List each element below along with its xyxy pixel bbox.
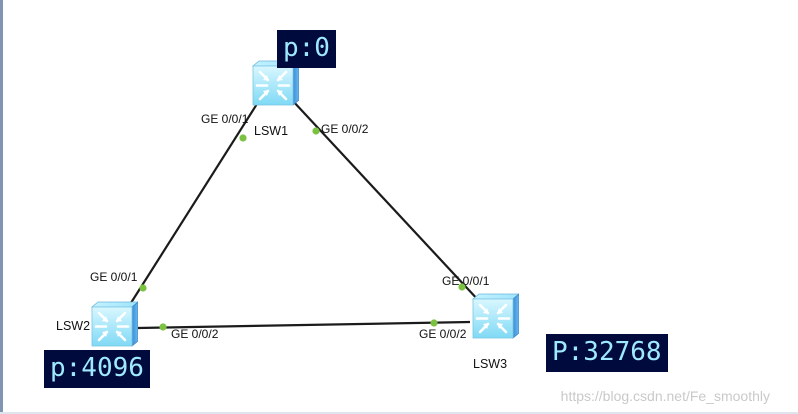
port-dot-lsw3-ge001 xyxy=(458,283,466,291)
port-dot-lsw2-ge001 xyxy=(139,284,147,292)
port-label-lsw3-ge002: GE 0/0/2 xyxy=(419,327,467,341)
priority-label-lsw2: p:4096 xyxy=(44,350,150,388)
switch-lsw1-name: LSW1 xyxy=(254,124,288,138)
switch-lsw3-icon[interactable] xyxy=(471,293,519,339)
switch-lsw3-name: LSW3 xyxy=(473,357,507,371)
port-label-lsw2-ge001: GE 0/0/1 xyxy=(90,270,138,284)
port-label-lsw3-ge001: GE 0/0/1 xyxy=(442,274,490,288)
priority-label-lsw3: P:32768 xyxy=(546,334,668,372)
port-label-lsw1-ge002: GE 0/0/2 xyxy=(321,122,369,136)
priority-label-lsw1: p:0 xyxy=(277,30,336,68)
watermark-url: https://blog.csdn.net/Fe_smoothly xyxy=(560,388,770,404)
port-dot-lsw1-ge001 xyxy=(239,134,247,142)
port-dot-lsw3-ge002 xyxy=(430,319,438,327)
switch-lsw2-icon[interactable] xyxy=(90,301,138,347)
window-frame-bottom xyxy=(0,412,798,414)
port-dot-lsw1-ge002 xyxy=(312,127,320,135)
link-lsw1-lsw3 xyxy=(291,99,481,303)
link-lsw2-lsw3 xyxy=(137,320,471,330)
link-lsw1-lsw2 xyxy=(128,95,263,307)
window-frame-left xyxy=(0,0,3,414)
port-dot-lsw2-ge002 xyxy=(159,323,167,331)
port-label-lsw2-ge002: GE 0/0/2 xyxy=(171,327,219,341)
switch-lsw2-name: LSW2 xyxy=(56,319,90,333)
port-label-lsw1-ge001: GE 0/0/1 xyxy=(201,112,249,126)
